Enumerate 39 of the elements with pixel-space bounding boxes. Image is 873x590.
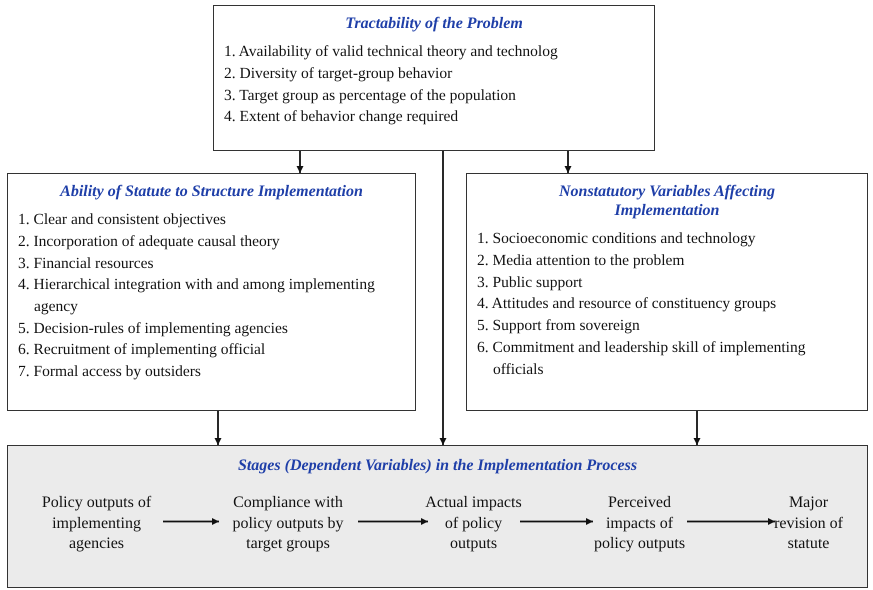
box-heading: Ability of Statute to Structure Implementation [58, 182, 364, 202]
stages-panel [7, 445, 868, 588]
arrow [296, 151, 304, 173]
box-heading: Stages (Dependent Variables) in the Implementation Process [236, 456, 638, 476]
list-item: 1. Availability of valid technical theory and technolog [224, 42, 559, 62]
list-item: 4. Attitudes and resource of constituency groups [477, 294, 778, 314]
list-item: 4. Hierarchical integration with and among implementing agency [18, 275, 376, 317]
list-item: 3. Financial resources [18, 254, 155, 274]
list-item: 4. Extent of behavior change required [224, 107, 460, 128]
list-item: 3. Public support [477, 272, 584, 293]
list-item: 1. Clear and consistent objectives [18, 210, 227, 230]
stage-label: Compliance with policy outputs by target groups [216, 486, 360, 562]
arrow [358, 518, 428, 525]
list-item: 2. Incorporation of adequate causal theory [18, 232, 281, 252]
variables-box [7, 173, 416, 411]
list-item: 6. Commitment and leadership skill of implementing officials [477, 338, 806, 380]
list-item: 2. Diversity of target-group behavior [224, 64, 454, 84]
list-item: 3. Target group as percentage of the population [224, 86, 517, 106]
arrow [564, 151, 572, 173]
list-item: 7. Formal access by outsiders [18, 362, 202, 382]
arrow [163, 518, 219, 525]
arrow [687, 518, 775, 525]
list-item: 2. Media attention to the problem [477, 251, 686, 272]
list-item: 5. Support from sovereign [477, 316, 641, 336]
stage-label: Perceived impacts of policy outputs [590, 486, 690, 562]
list-item: 5. Decision-rules of implementing agencies [18, 318, 289, 339]
arrow [440, 151, 446, 445]
arrow [520, 518, 593, 525]
stage-label: Major revision of statute [772, 486, 846, 562]
stage-label: Policy outputs of implementing agencies [28, 486, 166, 562]
list-item: 6. Recruitment of implementing official [18, 340, 266, 360]
arrow [214, 411, 222, 445]
box-heading: Nonstatutory Variables Affecting Implementation [558, 182, 776, 220]
variables-box [466, 173, 868, 411]
variables-box [213, 5, 655, 151]
stage-label: Actual impacts of policy outputs [424, 486, 522, 562]
box-heading: Tractability of the Problem [344, 14, 524, 34]
list-item: 1. Socioeconomic conditions and technology [477, 229, 757, 250]
arrow [694, 411, 700, 445]
